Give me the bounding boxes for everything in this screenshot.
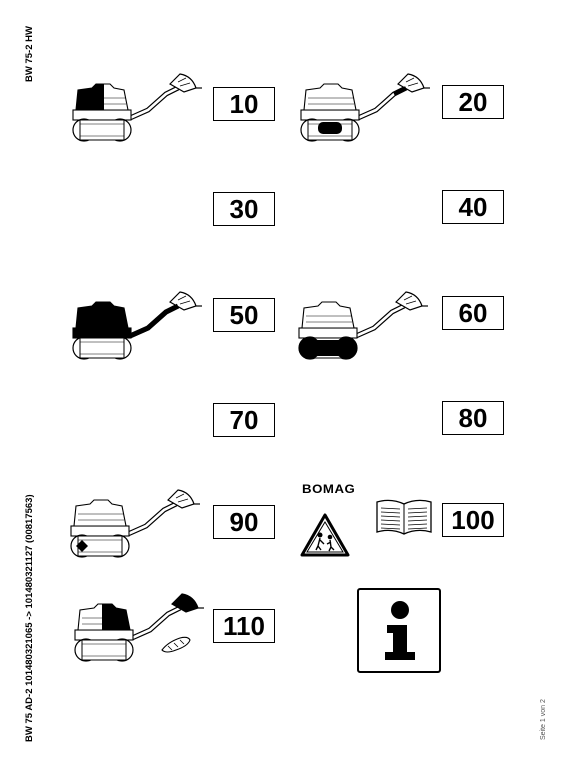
document-title-code: BW 75-2 HW [24,26,35,82]
roller-vibration-highlight-image [68,486,208,561]
section-100-box[interactable]: 100 [442,503,504,537]
section-30-box[interactable]: 30 [213,192,275,226]
section-90-box[interactable]: 90 [213,505,275,539]
section-60-box[interactable]: 60 [442,296,504,330]
section-80-box[interactable]: 80 [442,401,504,435]
section-40-box[interactable]: 40 [442,190,504,224]
accessory-hose-icon [161,636,191,653]
warning-triangle-icon [300,513,350,557]
roller-frame-highlight-image [70,288,210,363]
section-10-box[interactable]: 10 [213,87,275,121]
section-50-box[interactable]: 50 [213,298,275,332]
section-70-box[interactable]: 70 [213,403,275,437]
roller-drums-highlight-image [296,288,436,363]
info-icon [357,588,441,673]
bomag-logo: BOMAG [302,482,356,496]
roller-drive-highlight-image [298,70,438,145]
page-number: Seite 1 von 2 [540,699,547,740]
section-110-box[interactable]: 110 [213,609,275,643]
open-book-icon [376,499,432,535]
roller-engine-highlight-image [70,70,210,145]
roller-attachments-highlight-image [72,590,212,665]
section-20-box[interactable]: 20 [442,85,504,119]
document-serial-range: BW 75 AD-2 101480321065 -> 101480321127 … [24,494,35,742]
